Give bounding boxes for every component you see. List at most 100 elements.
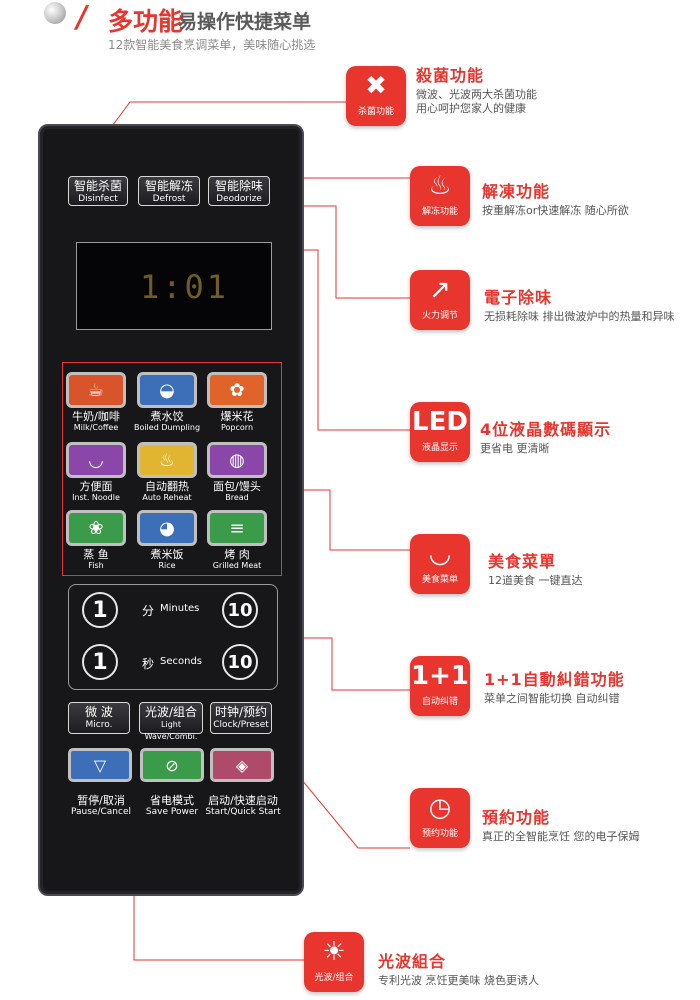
clock-preset-button[interactable]: 时钟/预约 Clock/Preset: [210, 702, 272, 734]
grilled-meat-icon: ≡: [229, 517, 245, 539]
callout-title: 殺菌功能: [416, 66, 485, 85]
disinfect-button[interactable]: 智能杀菌 Disinfect: [68, 176, 128, 206]
pause-cancel-button[interactable]: ▽: [68, 748, 132, 782]
microwave-mode-button[interactable]: 微 波 Micro.: [68, 702, 130, 734]
minutes-label-zh: 分: [142, 604, 155, 618]
rice-bowl-icon: ◕: [159, 517, 175, 539]
micro-label-zh: 微 波: [85, 705, 113, 719]
food-label-zh: 煮水饺: [150, 410, 184, 423]
callout-description: 专利光波 烹饪更美味 烧色更诱人: [378, 974, 539, 987]
food-label-en: Milk/Coffee: [73, 423, 119, 432]
dumpling-icon: ◒: [159, 379, 175, 401]
callout-description: 菜单之间智能切换 自动纠错: [484, 692, 620, 705]
callout-badge-caption: 美食菜单: [421, 575, 458, 585]
food-menu-icon: ◡: [428, 539, 452, 569]
thaw-icon: ♨: [428, 171, 452, 201]
time-setting-group: [68, 584, 278, 690]
callout-description: 无损耗除味 排出微波炉中的热量和异味: [484, 310, 675, 323]
popcorn-icon: ✿: [229, 379, 245, 401]
save-power-button[interactable]: ⊘: [140, 748, 204, 782]
save-label-zh: 省电模式: [150, 794, 194, 807]
callout-description: 真正的全智能烹饪 您的电子保姆: [482, 830, 640, 843]
food-menu-button[interactable]: ◕: [137, 510, 197, 546]
bread-icon: ◍: [229, 449, 245, 471]
heat-adjust-icon: ↗: [429, 275, 451, 305]
led-display: [76, 242, 272, 330]
food-label-zh: 烤 肉: [224, 548, 250, 561]
add-one-second-button[interactable]: 1: [82, 644, 118, 680]
clock-label-zh: 时钟/预约: [214, 705, 268, 719]
callout-badge-caption: 预约功能: [421, 829, 458, 839]
clock-icon: ◷: [428, 793, 452, 823]
callout-description: 按重解冻or快速解冻 随心所欲: [482, 204, 629, 217]
add-one-minute-button[interactable]: 1: [82, 592, 118, 628]
minutes-label-en: Minutes: [160, 603, 200, 614]
food-menu-button[interactable]: ☕: [66, 372, 126, 408]
callout-description: 微波、光波两大杀菌功能: [416, 88, 537, 101]
food-menu-button[interactable]: ✿: [207, 372, 267, 408]
food-label-en: Popcorn: [220, 423, 254, 432]
food-label-zh: 方便面: [79, 480, 113, 493]
food-menu-button[interactable]: ♨: [137, 442, 197, 478]
fish-icon: ❀: [88, 517, 104, 539]
callout-badge-caption: 火力调节: [421, 311, 458, 321]
save-label-en: Save Power: [145, 807, 199, 817]
start-label-zh: 启动/快速启动: [208, 794, 278, 807]
callout-badge-caption: 液晶显示: [421, 443, 458, 453]
food-label-en: Boiled Dumpling: [133, 423, 201, 432]
food-menu-button[interactable]: ◡: [66, 442, 126, 478]
food-label-zh: 牛奶/咖啡: [72, 410, 120, 423]
food-label-en: Rice: [158, 561, 176, 570]
food-menu-button[interactable]: ◒: [137, 372, 197, 408]
callout-badge: ◡ 美食菜单: [410, 534, 470, 594]
callout-badge: ◷ 预约功能: [410, 788, 470, 848]
callout-title: 1+1自動糾錯功能: [484, 670, 625, 689]
deodorize-label-zh: 智能除味: [214, 179, 263, 193]
food-menu-button[interactable]: ❀: [66, 510, 126, 546]
food-menu-button[interactable]: ≡: [207, 510, 267, 546]
callout-title: 電子除味: [484, 288, 553, 307]
callout-badge-caption: 光波/组合: [314, 973, 354, 983]
food-label-en: Inst. Noodle: [72, 493, 120, 502]
noodle-bowl-icon: ◡: [88, 449, 104, 471]
add-ten-minutes-button[interactable]: 10: [222, 592, 258, 628]
callout-description: 12道美食 一键直达: [488, 574, 583, 587]
page-title: 多功能: [108, 7, 184, 36]
food-label-en: Auto Reheat: [142, 493, 192, 502]
light-wave-combi-button[interactable]: 光波/组合 Light Wave/Combi.: [139, 702, 203, 741]
food-label-en: Bread: [225, 493, 249, 502]
reheat-dish-icon: ♨: [158, 449, 176, 471]
start-label: 启动/快速启动 Start/Quick Start: [202, 794, 284, 818]
seconds-label-zh: 秒: [142, 657, 155, 671]
start-icon: ◈: [235, 755, 249, 775]
coffee-cup-icon: ☕: [87, 379, 105, 401]
pause-cancel-label: 暂停/取消 Pause/Cancel: [63, 794, 139, 818]
callout-title: 4位液晶數碼顯示: [480, 420, 612, 439]
food-label-zh: 自动翻热: [145, 480, 189, 493]
callout-badge: ✖杀菌功能: [346, 66, 406, 126]
deodorize-button[interactable]: 智能除味 Deodorize: [208, 176, 270, 206]
callout-title: 美食菜單: [488, 552, 557, 571]
page-title-secondary: 易操作快捷菜单: [178, 11, 312, 33]
defrost-button[interactable]: 智能解冻 Defrost: [138, 176, 200, 206]
disinfect-label-zh: 智能杀菌: [73, 179, 122, 193]
food-menu-button[interactable]: ◍: [207, 442, 267, 478]
defrost-label-zh: 智能解冻: [144, 179, 193, 193]
pause-label-en: Pause/Cancel: [71, 807, 131, 817]
callout-badge-caption: 自动纠错: [421, 697, 458, 707]
micro-label-en: Micro.: [85, 720, 113, 730]
defrost-label-en: Defrost: [152, 194, 186, 204]
display-readout: 1:01: [140, 268, 230, 306]
callout-description: 更省电 更清晰: [480, 442, 550, 455]
food-menu-group: [62, 362, 282, 576]
add-ten-seconds-button[interactable]: 10: [222, 644, 258, 680]
start-button[interactable]: ◈: [210, 748, 274, 782]
food-label-zh: 蒸 鱼: [83, 548, 109, 561]
